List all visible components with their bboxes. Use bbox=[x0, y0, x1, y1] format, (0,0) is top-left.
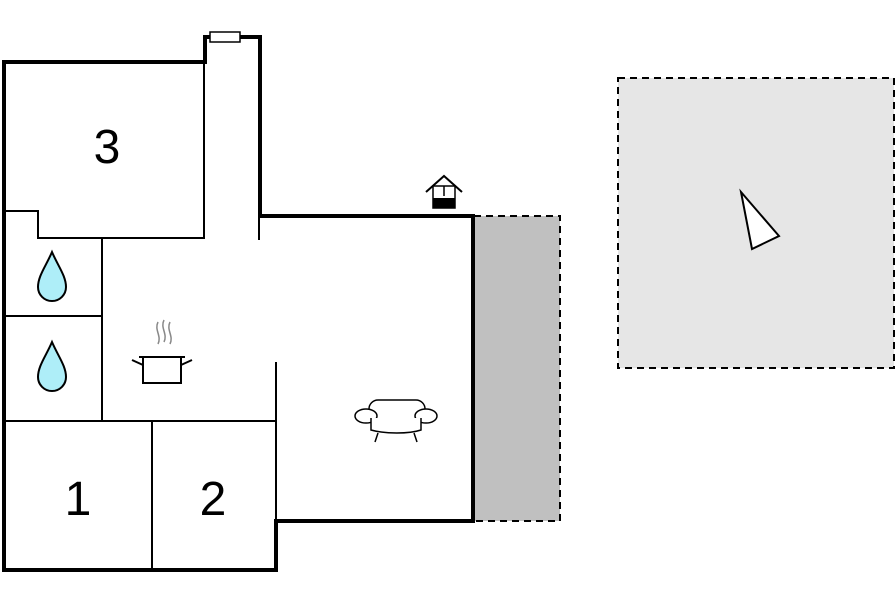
terrace-area bbox=[473, 215, 561, 522]
room-1-label: 1 bbox=[65, 473, 92, 526]
chimney-icon bbox=[209, 31, 241, 43]
cooking-pot-icon bbox=[131, 319, 193, 384]
house-entrance-icon bbox=[425, 174, 463, 209]
interior-walls bbox=[4, 62, 277, 570]
room-3-label: 3 bbox=[94, 121, 121, 174]
room-2-label: 2 bbox=[200, 473, 227, 526]
triangle-marker-icon bbox=[739, 188, 781, 251]
water-drop-icon bbox=[36, 249, 68, 302]
water-drop-icon bbox=[36, 339, 68, 392]
sofa-icon bbox=[354, 399, 438, 443]
outer-wall bbox=[2, 35, 475, 572]
